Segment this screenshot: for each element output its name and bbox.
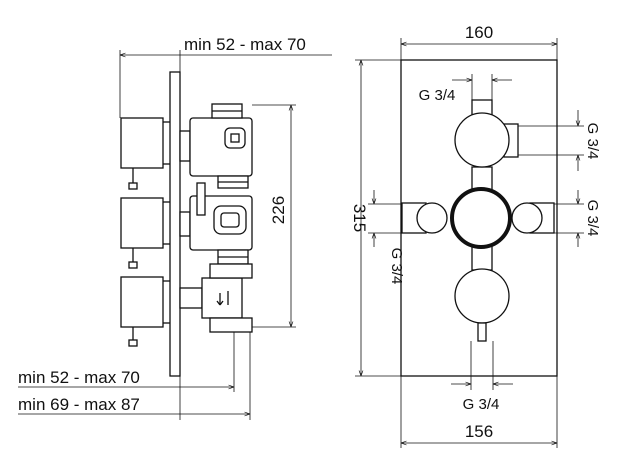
side-dim-height-label: 226 (269, 196, 288, 224)
side-handle-middle (120, 197, 170, 269)
front-thread-left-label: G 3/4 (388, 248, 405, 285)
front-knob-bottom (454, 268, 510, 324)
front-knob-right (511, 202, 543, 234)
side-view (18, 50, 332, 420)
side-handle-top (120, 117, 170, 190)
side-wall-plate (169, 71, 181, 377)
front-thread-right-upper-label: G 3/4 (584, 123, 601, 160)
side-handle-bottom (120, 276, 170, 347)
front-knob-top (454, 112, 510, 168)
side-dim-bottom-label-2: min 69 - max 87 (18, 395, 140, 414)
front-knob-middle (450, 187, 512, 249)
front-view (355, 38, 584, 448)
front-dim-height-label: 315 (350, 204, 369, 232)
front-dim-width-bottom-label: 156 (465, 422, 493, 441)
side-dim-top-label: min 52 - max 70 (184, 35, 306, 54)
front-thread-right-lower-label: G 3/4 (584, 200, 601, 237)
front-knob-left (416, 202, 448, 234)
front-plate (400, 59, 558, 377)
side-dim-bottom-label-1: min 52 - max 70 (18, 368, 140, 387)
side-valve-body (179, 103, 253, 333)
front-thread-top-label: G 3/4 (419, 87, 456, 104)
front-dim-width-top-label: 160 (465, 23, 493, 42)
front-thread-bottom-label: G 3/4 (463, 396, 500, 413)
